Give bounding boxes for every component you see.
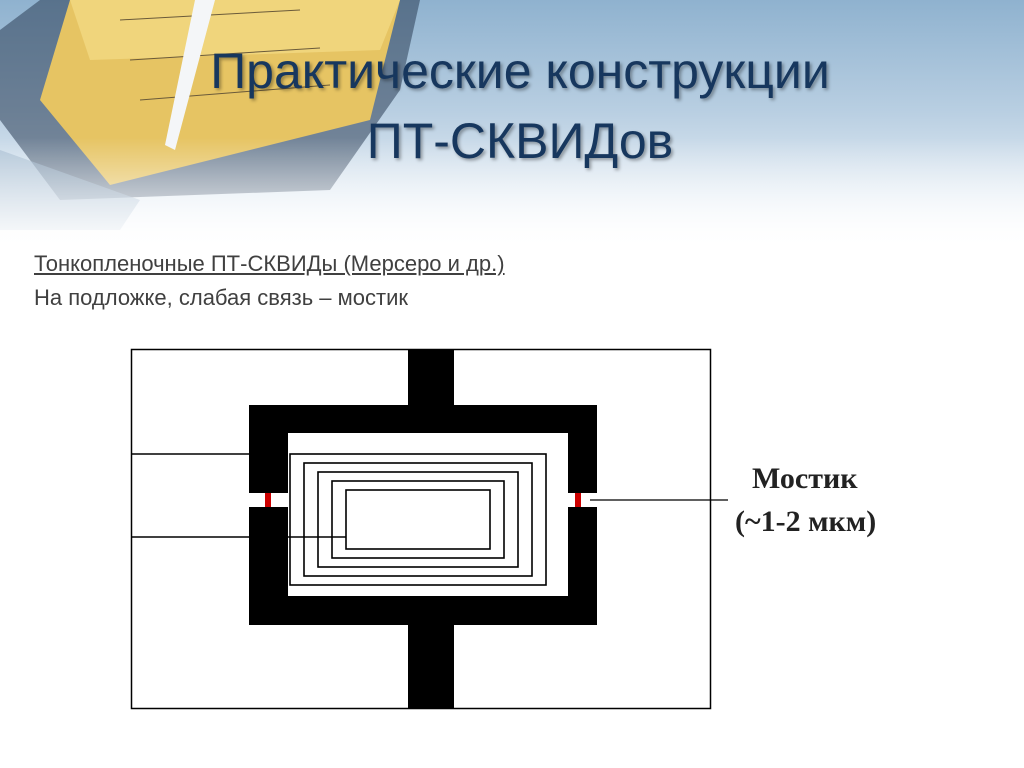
coil-turn-5 <box>345 489 491 550</box>
coil-turn-3 <box>317 471 519 568</box>
superconducting-film <box>249 349 597 708</box>
input-coil <box>289 453 547 586</box>
body-text: На подложке, слабая связь – мостик <box>34 285 408 310</box>
bridge-left <box>265 493 271 507</box>
squid-ring-lower <box>249 507 597 625</box>
bridge-size-label: (~1-2 мкм) <box>735 505 877 538</box>
squid-ring-upper <box>249 405 597 493</box>
bridge-label: Мостик <box>752 462 858 495</box>
header-fade <box>0 0 1024 250</box>
coil-turn-1 <box>289 453 547 586</box>
slide-title: Практические конструкции ПТ-СКВИДов <box>210 43 830 169</box>
bottom-lead <box>408 622 454 708</box>
subtitle-link[interactable]: Тонкопленочные ПТ-СКВИДы (Мерсеро и др.) <box>34 251 505 276</box>
coil-turn-2 <box>303 462 533 577</box>
weak-link-bridges <box>265 493 581 507</box>
top-lead <box>408 349 454 407</box>
coil-leads <box>131 453 346 538</box>
bridge-right <box>575 493 581 507</box>
coil-turn-4 <box>331 480 505 559</box>
